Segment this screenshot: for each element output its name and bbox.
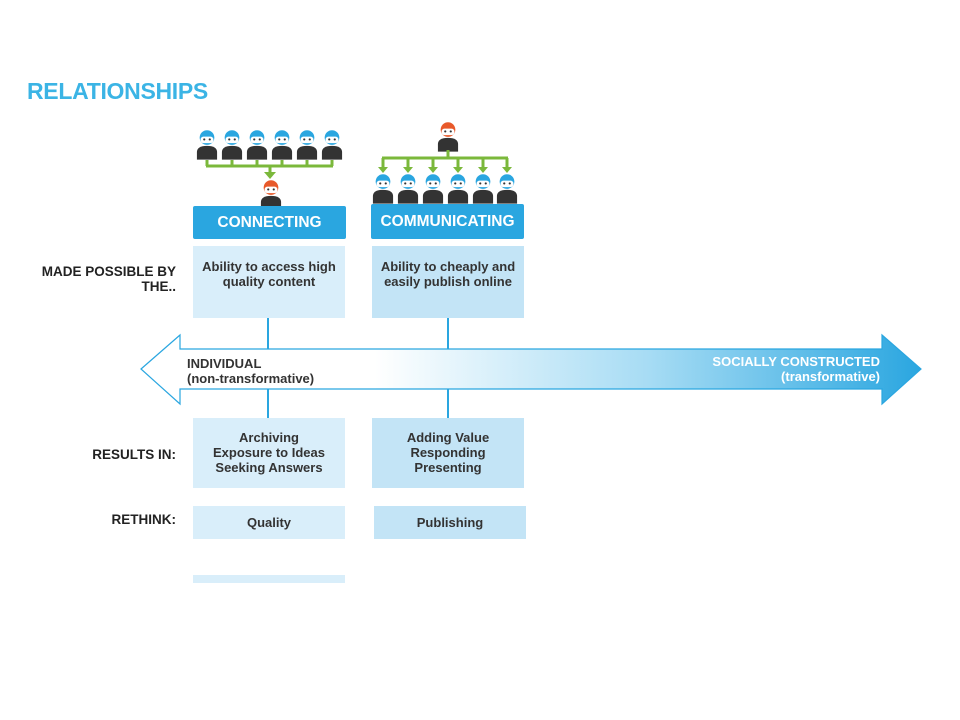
communicating-made-possible: Ability to cheaply and easily publish on… xyxy=(372,246,524,318)
connector-arrow-icon xyxy=(264,172,276,179)
communicating-results: Adding Value Responding Presenting xyxy=(372,418,524,488)
spectrum-right-title: SOCIALLY CONSTRUCTED xyxy=(712,354,880,369)
communicating-people-group xyxy=(372,122,518,204)
page-title: RELATIONSHIPS xyxy=(27,78,208,104)
person-icon xyxy=(397,174,419,204)
spectrum-left-label: INDIVIDUAL (non-transformative) xyxy=(187,356,314,386)
connecting-people-group xyxy=(196,130,343,210)
person-icon xyxy=(271,130,293,160)
person-icon xyxy=(321,130,343,160)
connector-arrowheads xyxy=(378,167,512,173)
result-item: Seeking Answers xyxy=(215,460,323,475)
connecting-made-possible: Ability to access high quality content xyxy=(193,246,345,318)
spectrum-right-label: SOCIALLY CONSTRUCTED (transformative) xyxy=(640,354,880,384)
connecting-extra-cell xyxy=(193,575,345,583)
person-icon xyxy=(296,130,318,160)
spectrum-arrow xyxy=(140,333,922,406)
spectrum-left-title: INDIVIDUAL xyxy=(187,356,262,371)
person-icon xyxy=(496,174,518,204)
row-label-results-in: RESULTS IN: xyxy=(92,447,176,462)
connecting-header: CONNECTING xyxy=(193,206,346,239)
communicating-header: COMMUNICATING xyxy=(371,204,524,239)
person-icon xyxy=(472,174,494,204)
person-icon xyxy=(422,174,444,204)
result-item: Responding xyxy=(410,445,486,460)
result-item: Exposure to Ideas xyxy=(213,445,325,460)
spectrum-left-sub: (non-transformative) xyxy=(187,371,315,386)
connecting-results: Archiving Exposure to Ideas Seeking Answ… xyxy=(193,418,345,488)
result-item: Presenting xyxy=(414,460,482,475)
row-label-made-possible: MADE POSSIBLE BY THE.. xyxy=(41,264,176,294)
connector-lines xyxy=(205,160,334,174)
communicating-rethink: Publishing xyxy=(374,506,526,539)
person-icon xyxy=(447,174,469,204)
row-label-rethink: RETHINK: xyxy=(111,512,177,527)
lead-person-icon xyxy=(437,122,459,152)
connecting-rethink: Quality xyxy=(193,506,345,539)
person-icon xyxy=(372,174,394,204)
result-item: Archiving xyxy=(239,430,299,445)
person-icon xyxy=(196,130,218,160)
connector-lines xyxy=(381,150,509,168)
person-icon xyxy=(221,130,243,160)
result-item: Adding Value xyxy=(406,430,490,445)
spectrum-right-sub: (transformative) xyxy=(781,369,880,384)
person-icon xyxy=(246,130,268,160)
